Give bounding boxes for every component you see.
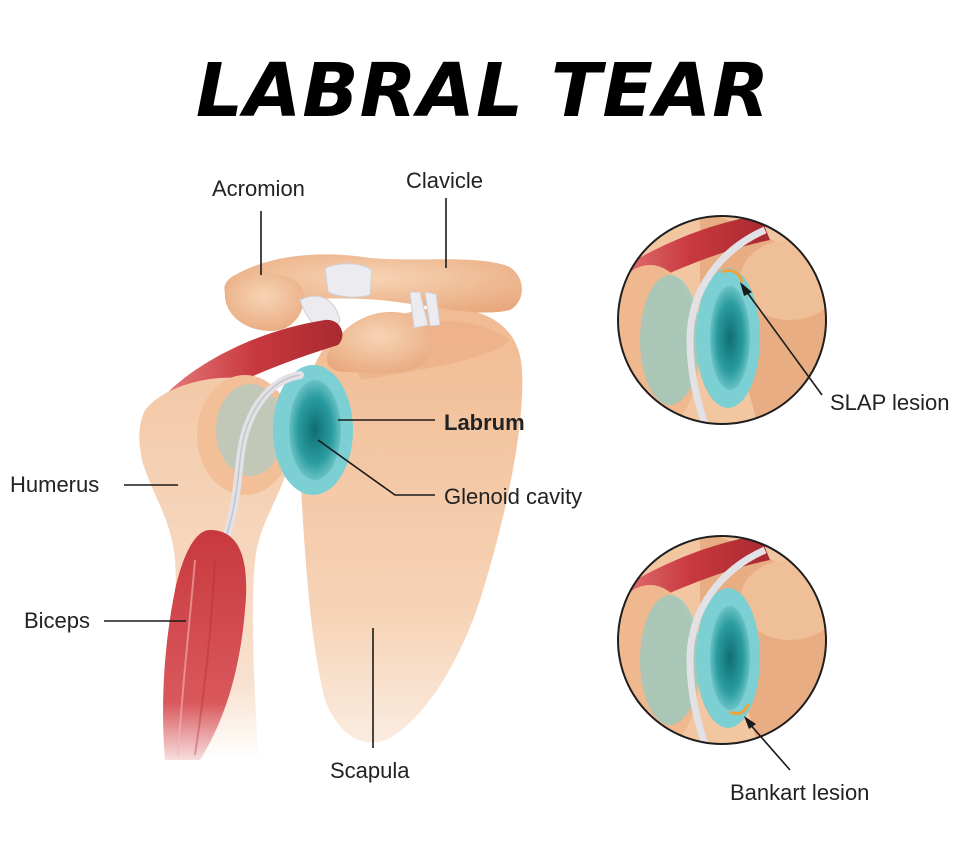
page-title: LABRAL TEAR bbox=[196, 48, 770, 134]
bankart-lesion-inset bbox=[617, 535, 827, 745]
biceps-muscle bbox=[163, 530, 247, 760]
shoulder-illustration bbox=[139, 254, 523, 760]
label-clavicle: Clavicle bbox=[406, 168, 483, 193]
label-humerus: Humerus bbox=[10, 472, 99, 497]
glenoid-cavity bbox=[289, 380, 341, 480]
coracoid-bone bbox=[326, 311, 432, 374]
label-labrum: Labrum bbox=[444, 410, 525, 435]
label-biceps: Biceps bbox=[24, 608, 90, 633]
label-glenoid-cavity: Glenoid cavity bbox=[444, 484, 582, 509]
bankart-lesion-mark bbox=[729, 703, 750, 716]
acromion-bone bbox=[224, 273, 304, 331]
slap-lesion-inset bbox=[617, 215, 827, 425]
slap-lesion-mark bbox=[721, 268, 744, 283]
glenoid-leader bbox=[317, 439, 435, 496]
label-scapula: Scapula bbox=[330, 758, 410, 783]
scapula-shape bbox=[299, 307, 523, 743]
label-bankart-lesion: Bankart lesion bbox=[730, 780, 869, 805]
label-slap-lesion: SLAP lesion bbox=[830, 390, 949, 415]
label-acromion: Acromion bbox=[212, 176, 305, 201]
